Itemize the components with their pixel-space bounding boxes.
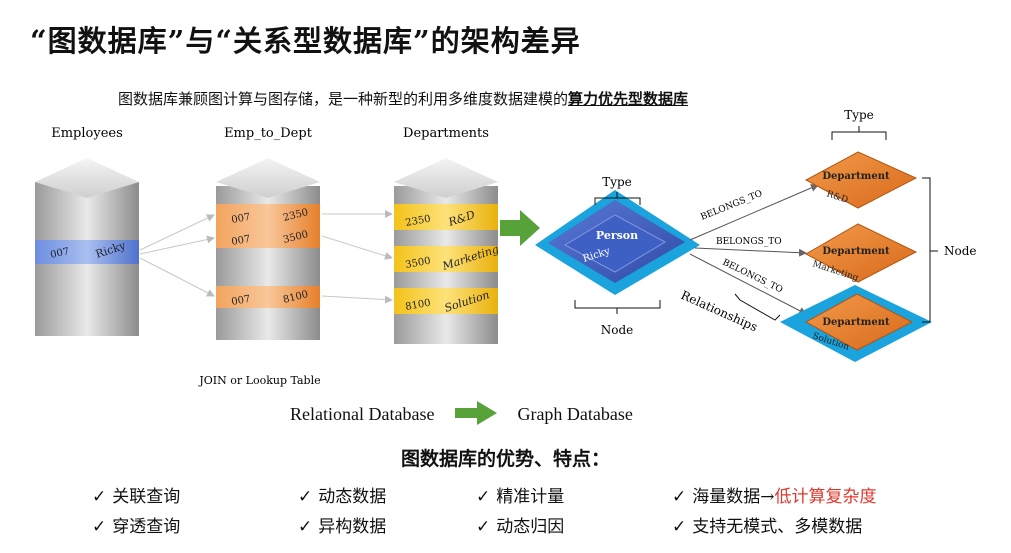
emp-dept-row-2-emp: 007 <box>231 234 252 248</box>
feature-item: ✓支持无模式、多模数据 <box>672 512 862 537</box>
feature-item: ✓关联查询 <box>92 482 180 507</box>
employees-stack: 007 Ricky <box>35 158 139 336</box>
feature-text: 支持无模式、多模数据 <box>692 517 863 537</box>
feature-item: ✓穿透查询 <box>92 512 180 537</box>
edge-label-3: BELONGS_TO <box>721 258 784 296</box>
check-icon: ✓ <box>476 487 491 507</box>
feature-item: ✓异构数据 <box>298 512 386 537</box>
feature-text: 穿透查询 <box>112 517 181 537</box>
dept-node-solution: Department Solution <box>780 285 932 362</box>
dept-node-brace <box>922 177 938 323</box>
departments-stack: 2350 R&D 3500 Marketing 8100 Solution <box>394 158 500 344</box>
dept-solution-type: Department <box>822 317 890 328</box>
dept-marketing-type: Department <box>822 246 890 257</box>
dept-node-label: Node <box>944 244 977 258</box>
check-icon: ✓ <box>298 517 313 537</box>
dept-rd-type: Department <box>822 171 890 182</box>
feature-item: ✓动态数据 <box>298 482 386 507</box>
edge-label-2: BELONGS_TO <box>716 237 782 247</box>
dept-row-3-id: 8100 <box>405 298 432 313</box>
flow-to-label: Graph Database <box>517 404 633 424</box>
check-icon: ✓ <box>298 487 313 507</box>
relationships-brace <box>734 293 781 321</box>
employees-label: Employees <box>51 126 123 141</box>
dept-node-rd: Department R&D <box>804 151 918 209</box>
person-type-brace <box>594 192 641 205</box>
person-type-text: Person <box>596 229 638 242</box>
person-type-label: Type <box>602 175 632 189</box>
feature-text: 动态归因 <box>496 517 565 537</box>
transition-arrow <box>500 210 540 246</box>
graph-edges <box>689 184 819 315</box>
dept-row-2-id: 3500 <box>405 256 432 271</box>
check-icon: ✓ <box>476 517 491 537</box>
departments-label: Departments <box>403 126 489 141</box>
dept-row-1-id: 2350 <box>405 214 432 229</box>
dept-type-brace <box>831 126 887 140</box>
architecture-diagram: Employees Emp_to_Dept Departments 007 Ri… <box>35 108 977 387</box>
features-title: 图数据库的优势、特点： <box>400 448 610 470</box>
emp-dept-stack: 007 2350 007 3500 007 8100 <box>216 158 320 340</box>
feature-text: 海量数据→ <box>692 487 775 507</box>
check-icon: ✓ <box>672 487 687 507</box>
feature-item: ✓海量数据→低计算复杂度 <box>672 482 877 507</box>
feature-text: 异构数据 <box>318 517 387 537</box>
page-title: “图数据库”与“关系型数据库”的架构差异 <box>30 24 581 58</box>
relationships-label: Relationships <box>679 288 760 334</box>
person-node: Person Ricky <box>535 190 700 295</box>
feature-text: 精准计量 <box>496 487 565 507</box>
flow-row: Relational Database Graph Database <box>290 400 633 426</box>
edge-label-1: BELONGS_TO <box>699 189 764 223</box>
dept-node-marketing: Department Marketing <box>804 223 918 284</box>
emp-dept-row-3-emp: 007 <box>231 294 252 308</box>
emp-dept-label: Emp_to_Dept <box>224 126 313 141</box>
employee-id: 007 <box>49 246 70 261</box>
join-table-label: JOIN or Lookup Table <box>198 374 320 387</box>
subtitle-emphasis: 算力优先型数据库 <box>568 90 689 108</box>
check-icon: ✓ <box>92 517 107 537</box>
emp-dept-row-1-emp: 007 <box>231 212 252 226</box>
flow-arrow-icon <box>454 401 497 425</box>
subtitle-text: 图数据库兼顾图计算与图存储，是一种新型的利用多维度数据建模的 <box>118 90 569 108</box>
feature-item: ✓精准计量 <box>476 482 564 507</box>
check-icon: ✓ <box>92 487 107 507</box>
check-icon: ✓ <box>672 517 687 537</box>
selected-employee-row <box>35 240 139 264</box>
dept-type-label: Type <box>844 108 874 122</box>
feature-item: ✓动态归因 <box>476 512 564 537</box>
feature-text: 关联查询 <box>112 487 181 507</box>
feature-highlight-text: 低计算复杂度 <box>774 487 877 507</box>
subtitle: 图数据库兼顾图计算与图存储，是一种新型的利用多维度数据建模的算力优先型数据库 <box>118 88 688 109</box>
flow-from-label: Relational Database <box>290 404 435 424</box>
join-arrows <box>139 210 393 304</box>
feature-text: 动态数据 <box>318 487 387 507</box>
person-node-label: Node <box>601 323 634 337</box>
person-node-brace <box>574 300 661 314</box>
